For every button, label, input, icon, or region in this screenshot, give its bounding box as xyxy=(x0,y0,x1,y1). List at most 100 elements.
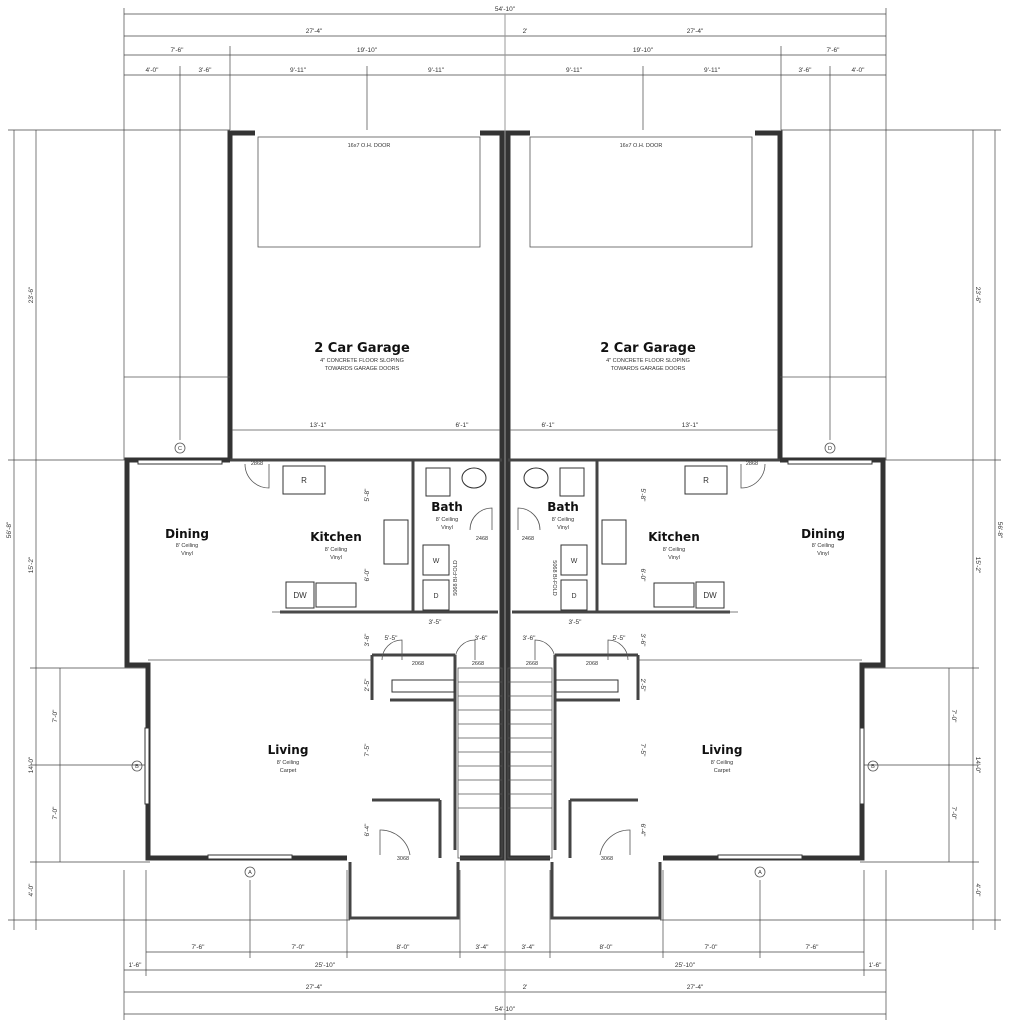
dim-living-v1-left: 2'-5" xyxy=(364,678,371,692)
dim-bottom-right-1: 3'-4" xyxy=(522,944,536,951)
dim-half-left: 27'-4" xyxy=(306,28,323,35)
bath-title-right: Bath xyxy=(547,500,579,514)
side-dimensions: 56'-8" 23'-6" 15'-2" 7'-0" 14'-0" 7'-0" … xyxy=(6,129,1003,930)
dim-living-v2-right: 7'-5" xyxy=(639,744,646,758)
dim-stair-left-3: 5'-5" xyxy=(385,635,399,642)
grid-tag-b-right: B xyxy=(871,764,875,770)
dim-living-v2-left: 7'-5" xyxy=(364,743,371,757)
dim-top-right-d4: 4'-0" xyxy=(852,67,866,74)
dim-stair-right-1: 3'-5" xyxy=(569,619,583,626)
door-2468-left: 2468 xyxy=(476,536,488,542)
dim-top-left-d3: 9'-11" xyxy=(290,67,307,74)
dim-garage-right-2: 13'-1" xyxy=(682,422,699,429)
bifold-right: 5068 BI-FOLD xyxy=(551,560,557,595)
dim-right-overall: 56'-8" xyxy=(996,522,1003,539)
kitchen-ceiling-left: 8' Ceiling xyxy=(325,547,347,553)
dim-overall-top: 54'-10" xyxy=(495,6,516,13)
door-3068-left: 3068 xyxy=(397,856,409,862)
dim-bottom-half-left: 27'-4" xyxy=(306,984,323,991)
dim-garage-right-1: 6'-1" xyxy=(542,422,556,429)
door-2668-right: 2668 xyxy=(526,661,538,667)
dryer-label-left: D xyxy=(433,593,438,600)
grid-tags xyxy=(131,442,879,878)
dining-floor-right: Vinyl xyxy=(817,551,829,557)
living-title-right: Living xyxy=(702,743,743,757)
living-floor-left: Carpet xyxy=(280,768,297,774)
dim-stair-right-3: 5'-5" xyxy=(613,635,627,642)
dim-top-left-2: 19'-10" xyxy=(357,47,378,54)
dim-bottom-right-4: 7'-6" xyxy=(806,944,820,951)
grid-tag-d: D xyxy=(828,446,832,452)
dim-garage-left-2: 6'-1" xyxy=(456,422,470,429)
dw-label-left: DW xyxy=(293,591,307,600)
grid-tag-c: C xyxy=(178,446,182,452)
garage-note2-right: TOWARDS GARAGE DOORS xyxy=(611,366,686,372)
dining-ceiling-left: 8' Ceiling xyxy=(176,543,198,549)
fixtures-left xyxy=(272,465,487,693)
dim-right-upper: 23'-6" xyxy=(974,287,981,304)
dim-living-v4-right: 3'-6" xyxy=(639,634,646,648)
dw-label-right: DW xyxy=(703,591,717,600)
dining-floor-left: Vinyl xyxy=(181,551,193,557)
dim-bottom-gap: 2' xyxy=(523,984,528,991)
dim-bottom-left-1: 7'-6" xyxy=(192,944,206,951)
washer-label-left: W xyxy=(433,558,440,565)
grid-tag-b-left: B xyxy=(135,764,139,770)
door-2468-right: 2468 xyxy=(522,536,534,542)
dining-title-right: Dining xyxy=(801,527,845,541)
dim-bottom-right-2: 8'-0" xyxy=(600,944,614,951)
dim-right-lower-1: 7'-0" xyxy=(950,710,957,724)
dim-top-left-1: 7'-6" xyxy=(171,47,185,54)
dim-top-left-d1: 4'-0" xyxy=(146,67,160,74)
dim-left-lower-2: 14'-0" xyxy=(28,756,35,773)
dim-bottom-mid-4: 1'-6" xyxy=(869,962,883,969)
bifold-left: 5068 BI-FOLD xyxy=(453,560,459,595)
living-title-left: Living xyxy=(268,743,309,757)
dim-left-upper: 23'-6" xyxy=(28,286,35,303)
dim-bottom-mid-2: 25'-10" xyxy=(315,962,336,969)
garage-title-left: 2 Car Garage xyxy=(314,341,410,356)
dim-left-lower-4: 4'-0" xyxy=(28,883,35,897)
windows xyxy=(137,459,873,860)
door-2668-left: 2668 xyxy=(472,661,484,667)
garage-doors xyxy=(124,136,886,431)
dim-center-gap: 2' xyxy=(523,28,528,35)
garage-door-label-left: 16x7 O.H. DOOR xyxy=(348,143,391,149)
garage-note2-left: TOWARDS GARAGE DOORS xyxy=(325,366,400,372)
door-2068-left: 2068 xyxy=(412,661,424,667)
door-swings xyxy=(244,463,766,856)
fridge-label-left: R xyxy=(301,476,307,485)
dim-living-v3-left: 6'-4" xyxy=(364,823,371,837)
dim-bottom-left-3: 8'-0" xyxy=(397,944,411,951)
dim-right-mid: 15'-2" xyxy=(974,557,981,574)
fridge-label-right: R xyxy=(703,476,709,485)
dim-kitchen-v1-right: 5'-8" xyxy=(639,489,646,503)
dining-ceiling-right: 8' Ceiling xyxy=(812,543,834,549)
dim-left-mid: 15'-2" xyxy=(28,556,35,573)
dim-half-right: 27'-4" xyxy=(687,28,704,35)
door-3068-right: 3068 xyxy=(601,856,613,862)
door-2068-right: 2068 xyxy=(586,661,598,667)
dim-bottom-mid-1: 1'-6" xyxy=(129,962,143,969)
top-dimensions: 54'-10" 27'-4" 2' 27'-4" 7'-6" 19'-10" 1… xyxy=(123,6,887,460)
grid-tag-a-left: A xyxy=(248,870,252,876)
kitchen-floor-right: Vinyl xyxy=(668,555,680,561)
dim-living-v4-left: 3'-6" xyxy=(364,633,371,647)
dim-bottom-mid-3: 25'-10" xyxy=(675,962,696,969)
dim-garage-left-1: 13'-1" xyxy=(310,422,327,429)
dryer-label-right: D xyxy=(571,593,576,600)
living-ceiling-left: 8' Ceiling xyxy=(277,760,299,766)
living-ceiling-right: 8' Ceiling xyxy=(711,760,733,766)
kitchen-title-right: Kitchen xyxy=(648,530,700,544)
dim-top-right-d1: 9'-11" xyxy=(566,67,583,74)
porches xyxy=(348,862,662,920)
kitchen-title-left: Kitchen xyxy=(310,530,362,544)
bath-title-left: Bath xyxy=(431,500,463,514)
dim-kitchen-v1-left: 5'-8" xyxy=(364,488,371,502)
dim-right-lower-4: 4'-0" xyxy=(974,884,981,898)
dim-top-right-d3: 3'-6" xyxy=(799,67,813,74)
dim-right-lower-3: 7'-0" xyxy=(950,807,957,821)
fixtures-right xyxy=(523,465,738,693)
door-2868-left: 2868 xyxy=(251,461,263,467)
